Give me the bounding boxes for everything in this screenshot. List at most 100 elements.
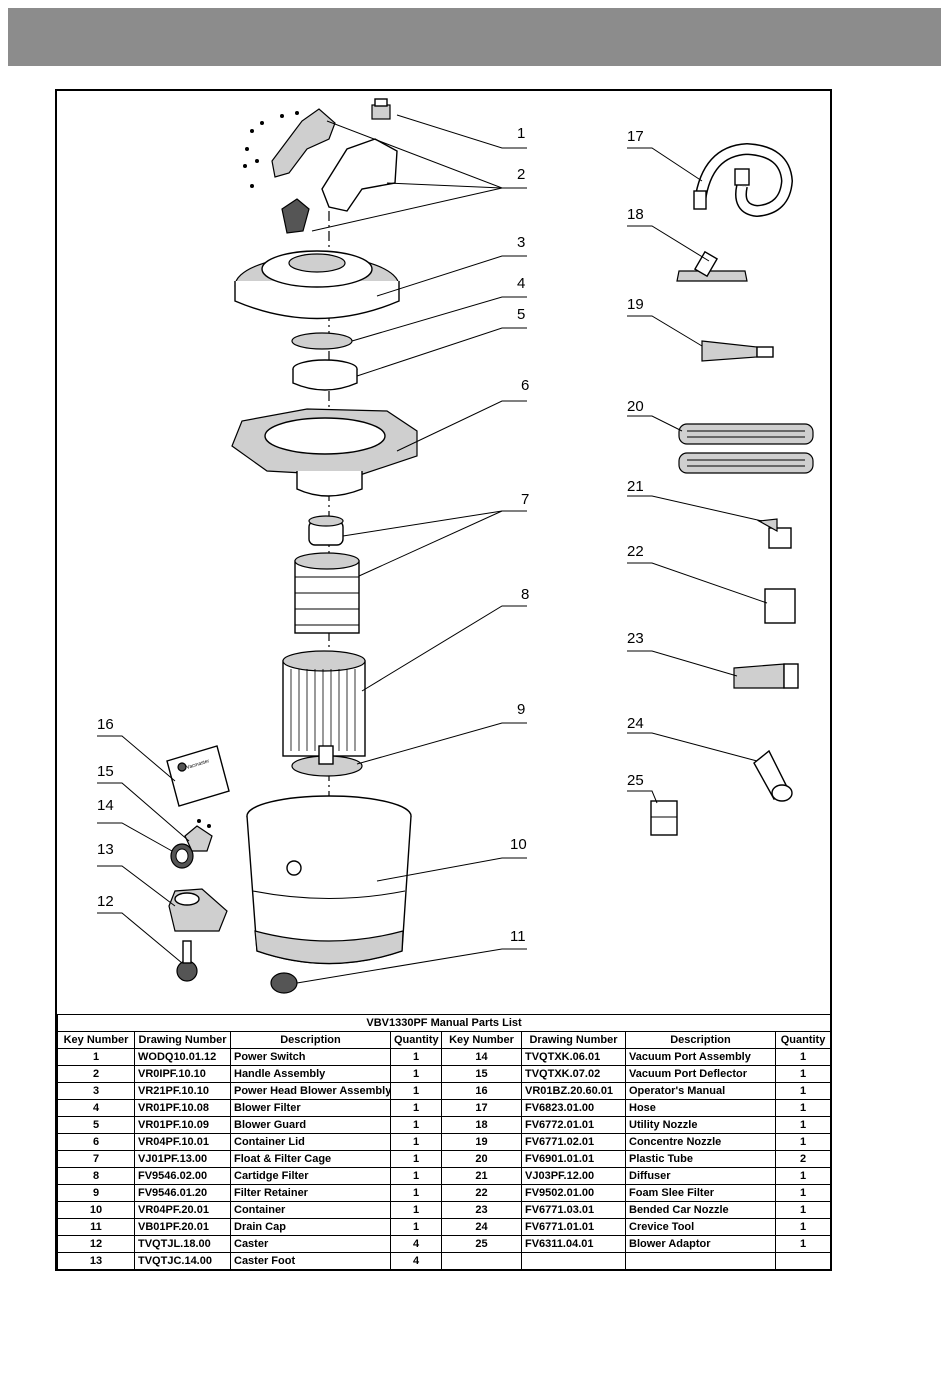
cell-description: Caster xyxy=(230,1235,391,1253)
cell-drawing-number: FV6771.03.01 xyxy=(521,1201,626,1219)
cell-description: Caster Foot xyxy=(230,1252,391,1270)
cell-key-number: 2 xyxy=(57,1065,135,1083)
header-quantity-right: Quantity xyxy=(774,1031,832,1049)
part-cartridge-filter xyxy=(282,650,366,757)
cell-drawing-number: TVQTXK.07.02 xyxy=(521,1065,626,1083)
cell-drawing-number: TVQTJC.14.00 xyxy=(134,1252,231,1270)
cell-description: Power Head Blower Assembly xyxy=(230,1082,391,1100)
cell-description: Drain Cap xyxy=(230,1218,391,1236)
callout-16: 16 xyxy=(97,716,114,733)
callout-4: 4 xyxy=(517,275,525,292)
cell-drawing-number: FV6772.01.01 xyxy=(521,1116,626,1134)
part-crevice-tool xyxy=(753,749,793,802)
cell-quantity: 1 xyxy=(774,1099,832,1117)
cell-key-number: 20 xyxy=(441,1150,522,1168)
cell-key-number: 6 xyxy=(57,1133,135,1151)
callout-12: 12 xyxy=(97,893,114,910)
cell-key-number: 17 xyxy=(441,1099,522,1117)
callout-numbers: 1 2 3 4 5 6 7 8 9 10 11 12 13 14 15 16 1… xyxy=(97,125,644,945)
cell-key-number: 8 xyxy=(57,1167,135,1185)
part-filter-retainer xyxy=(291,745,363,777)
cell-key-number: 15 xyxy=(441,1065,522,1083)
part-plastic-tubes xyxy=(678,423,814,474)
cell-drawing-number: VB01PF.20.01 xyxy=(134,1218,231,1236)
cell-key-number: 4 xyxy=(57,1099,135,1117)
cell-key-number: 16 xyxy=(441,1082,522,1100)
callout-15: 15 xyxy=(97,763,114,780)
cell-drawing-number: FV9546.02.00 xyxy=(134,1167,231,1185)
cell-key-number: 12 xyxy=(57,1235,135,1253)
cell-quantity: 1 xyxy=(774,1133,832,1151)
callout-2: 2 xyxy=(517,166,525,183)
part-hose xyxy=(693,142,794,218)
cell-description: Cartidge Filter xyxy=(230,1167,391,1185)
part-concentre-nozzle xyxy=(701,340,774,362)
cell-quantity: 1 xyxy=(774,1184,832,1202)
cell-drawing-number: VR01PF.10.08 xyxy=(134,1099,231,1117)
cell-description: Hose xyxy=(625,1099,776,1117)
header-key-number-right: Key Number xyxy=(441,1031,522,1049)
callout-11: 11 xyxy=(510,928,526,945)
part-utility-nozzle xyxy=(676,250,748,282)
part-container-lid xyxy=(231,408,418,497)
callout-5: 5 xyxy=(517,306,525,323)
cell-drawing-number: FV6771.02.01 xyxy=(521,1133,626,1151)
part-diffuser xyxy=(757,518,792,549)
callout-19: 19 xyxy=(627,296,644,313)
callout-24: 24 xyxy=(627,715,644,732)
cell-drawing-number: TVQTXK.06.01 xyxy=(521,1048,626,1066)
callout-6: 6 xyxy=(521,377,529,394)
cell-drawing-number: VR0IPF.10.10 xyxy=(134,1065,231,1083)
cell-quantity: 4 xyxy=(390,1252,442,1270)
cell-description: Container xyxy=(230,1201,391,1219)
header-key-number-left: Key Number xyxy=(57,1031,135,1049)
cell-quantity: 4 xyxy=(390,1235,442,1253)
header-bar xyxy=(8,8,941,66)
cell-key-number: 23 xyxy=(441,1201,522,1219)
cell-quantity: 1 xyxy=(774,1065,832,1083)
part-foam-sleeve-filter xyxy=(764,588,796,624)
part-power-head-blower xyxy=(234,250,400,320)
cell-drawing-number: FV6311.04.01 xyxy=(521,1235,626,1253)
cell-drawing-number: FV6823.01.00 xyxy=(521,1099,626,1117)
cell-quantity: 1 xyxy=(774,1116,832,1134)
cell-drawing-number: VR04PF.10.01 xyxy=(134,1133,231,1151)
part-blower-guard xyxy=(292,359,358,391)
cell-description: Filter Retainer xyxy=(230,1184,391,1202)
cell-description: Blower Filter xyxy=(230,1099,391,1117)
part-blower-filter xyxy=(291,332,353,350)
cell-quantity: 1 xyxy=(774,1167,832,1185)
cell-description: Operator's Manual xyxy=(625,1082,776,1100)
cell-description: Crevice Tool xyxy=(625,1218,776,1236)
cell-description: Vacuum Port Assembly xyxy=(625,1048,776,1066)
cell-key-number: 11 xyxy=(57,1218,135,1236)
cell-description: Power Switch xyxy=(230,1048,391,1066)
callout-8: 8 xyxy=(521,586,529,603)
part-operators-manual: Vacmaster xyxy=(166,745,230,807)
cell-quantity: 1 xyxy=(390,1201,442,1219)
cell-drawing-number: TVQTJL.18.00 xyxy=(134,1235,231,1253)
cell-key-number: 18 xyxy=(441,1116,522,1134)
callout-25: 25 xyxy=(627,772,644,789)
cell-quantity: 1 xyxy=(774,1218,832,1236)
table-title: VBV1330PF Manual Parts List xyxy=(56,1014,832,1032)
callout-21: 21 xyxy=(627,478,644,495)
cell-quantity: 1 xyxy=(390,1167,442,1185)
cell-key-number: 9 xyxy=(57,1184,135,1202)
part-handle-assembly xyxy=(243,108,398,234)
cell-drawing-number: FV9546.01.20 xyxy=(134,1184,231,1202)
cell-description: Float & Filter Cage xyxy=(230,1150,391,1168)
table-header-row: Key Number Drawing Number Description Qu… xyxy=(57,1031,832,1049)
exploded-parts-diagram: Vacmaster xyxy=(97,98,814,994)
cell-drawing-number: FV9502.01.00 xyxy=(521,1184,626,1202)
part-vacuum-port-assembly xyxy=(170,843,194,869)
cell-key-number: 3 xyxy=(57,1082,135,1100)
cell-description: Handle Assembly xyxy=(230,1065,391,1083)
